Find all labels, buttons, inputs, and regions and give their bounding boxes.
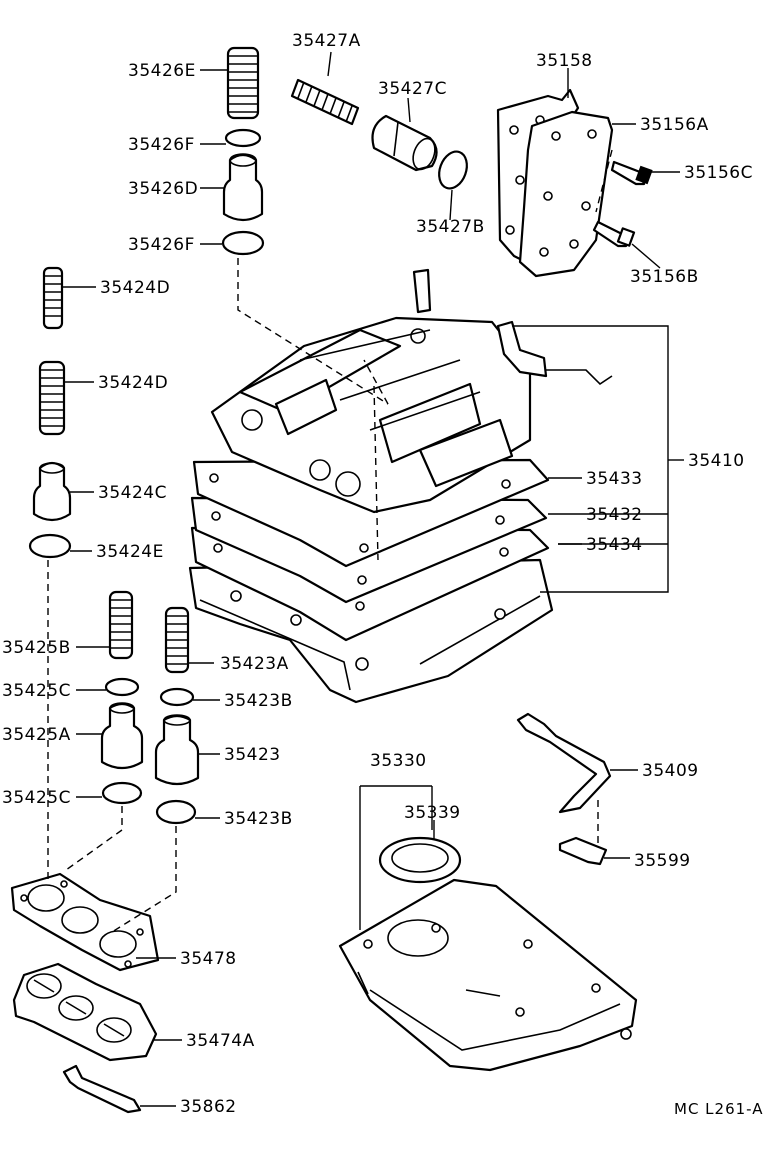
part-35427C-plug [371, 114, 438, 172]
part-35599-clip [558, 836, 608, 866]
part-35423B-oring-lower [155, 799, 197, 825]
label-35434: 35434 [586, 535, 643, 555]
label-35427C: 35427C [378, 79, 447, 99]
label-35427B: 35427B [416, 217, 485, 237]
part-35425B-spring [108, 590, 134, 660]
label-35424E: 35424E [96, 542, 164, 562]
part-35433-plate [192, 458, 550, 568]
part-35425A-plug [100, 702, 144, 770]
label-35410: 35410 [688, 451, 745, 471]
part-35424E-oring [28, 533, 72, 559]
part-35424D-spring-small [42, 266, 64, 330]
alignment-line-35156 [595, 149, 613, 213]
label-35425A: 35425A [2, 725, 71, 745]
label-35156B: 35156B [630, 267, 699, 287]
part-35423-plug [154, 714, 200, 786]
label-35862: 35862 [180, 1097, 237, 1117]
label-35599: 35599 [634, 851, 691, 871]
part-35426F-oring-upper [224, 128, 262, 148]
label-35425C-lower: 35425C [2, 788, 71, 808]
part-35330-oil-strainer [338, 878, 638, 1072]
part-35474A-cover [12, 962, 158, 1062]
label-35409: 35409 [642, 761, 699, 781]
label-35424D: 35424D [98, 373, 168, 393]
label-35423B-upper: 35423B [224, 691, 293, 711]
part-35425C-oring-lower [101, 781, 143, 805]
label-35426D: 35426D [128, 179, 198, 199]
label-35432: 35432 [586, 505, 643, 525]
part-35156A-plate [518, 110, 614, 278]
label-35478: 35478 [180, 949, 237, 969]
label-35156C: 35156C [684, 163, 753, 183]
label-35425C-upper: 35425C [2, 681, 71, 701]
leader-lines [62, 51, 684, 1107]
part-35478-gasket [10, 872, 160, 972]
part-35427B-oring [438, 150, 468, 190]
label-35423B-lower: 35423B [224, 809, 293, 829]
label-35424D-small: 35424D [100, 278, 170, 298]
part-35425C-oring-upper [104, 677, 140, 697]
part-35424C-plug [32, 461, 72, 522]
part-35156C-bolt [610, 160, 653, 186]
part-35426F-oring-lower [221, 230, 265, 256]
part-35423A-spring [164, 606, 190, 674]
alignment-line-35426 [237, 258, 389, 405]
part-35156B-bolt [592, 220, 636, 248]
label-35474A: 35474A [186, 1031, 255, 1051]
part-35426D-plug [222, 153, 264, 222]
part-35424D-spring [38, 360, 66, 436]
alignment-line-35410 [373, 385, 379, 561]
alignment-line-35423 [111, 826, 177, 933]
part-35410-upper-body [210, 268, 613, 514]
part-35426E-spring [226, 46, 260, 120]
diagram-code: MC L261-A [674, 1100, 764, 1118]
label-35426F-upper: 35426F [128, 135, 195, 155]
alignment-line-35425 [65, 806, 123, 871]
label-35339: 35339 [404, 803, 461, 823]
alignment-line-35427 [363, 359, 389, 405]
label-35426E: 35426E [128, 61, 196, 81]
label-35423: 35423 [224, 745, 281, 765]
label-35330: 35330 [370, 751, 427, 771]
label-35425B: 35425B [2, 638, 71, 658]
label-35423A: 35423A [220, 654, 289, 674]
label-35424C: 35424C [98, 483, 167, 503]
label-35433: 35433 [586, 469, 643, 489]
part-35409-bracket [516, 712, 612, 814]
label-35426F-lower: 35426F [128, 235, 195, 255]
part-35427A-spring [290, 78, 360, 126]
label-35158: 35158 [536, 51, 593, 71]
label-35427A: 35427A [292, 31, 361, 51]
part-35862-bracket [62, 1064, 142, 1114]
label-35156A: 35156A [640, 115, 709, 135]
part-35423B-oring-upper [159, 687, 195, 707]
